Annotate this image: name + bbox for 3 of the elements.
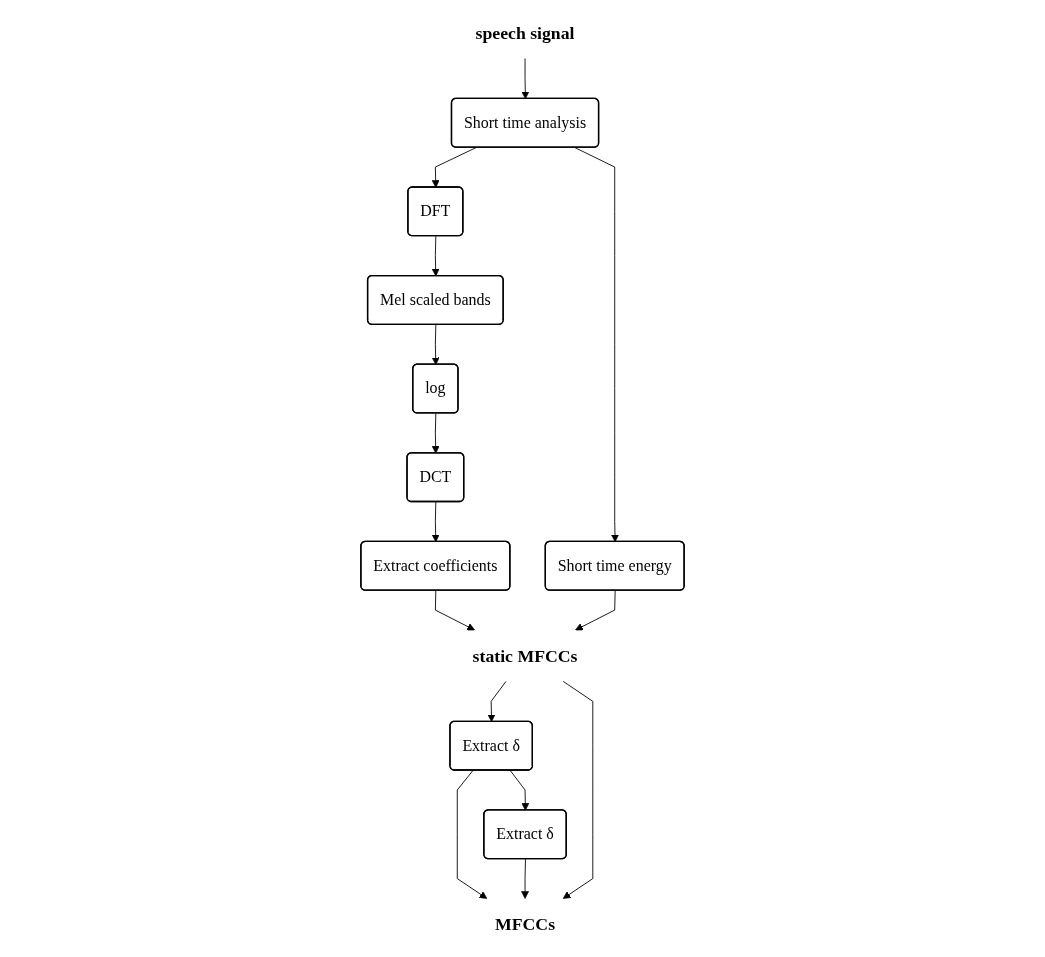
node-text: MFCCs <box>495 914 556 934</box>
node-text: static MFCCs <box>472 645 578 666</box>
node-text: speech signal <box>475 23 575 43</box>
